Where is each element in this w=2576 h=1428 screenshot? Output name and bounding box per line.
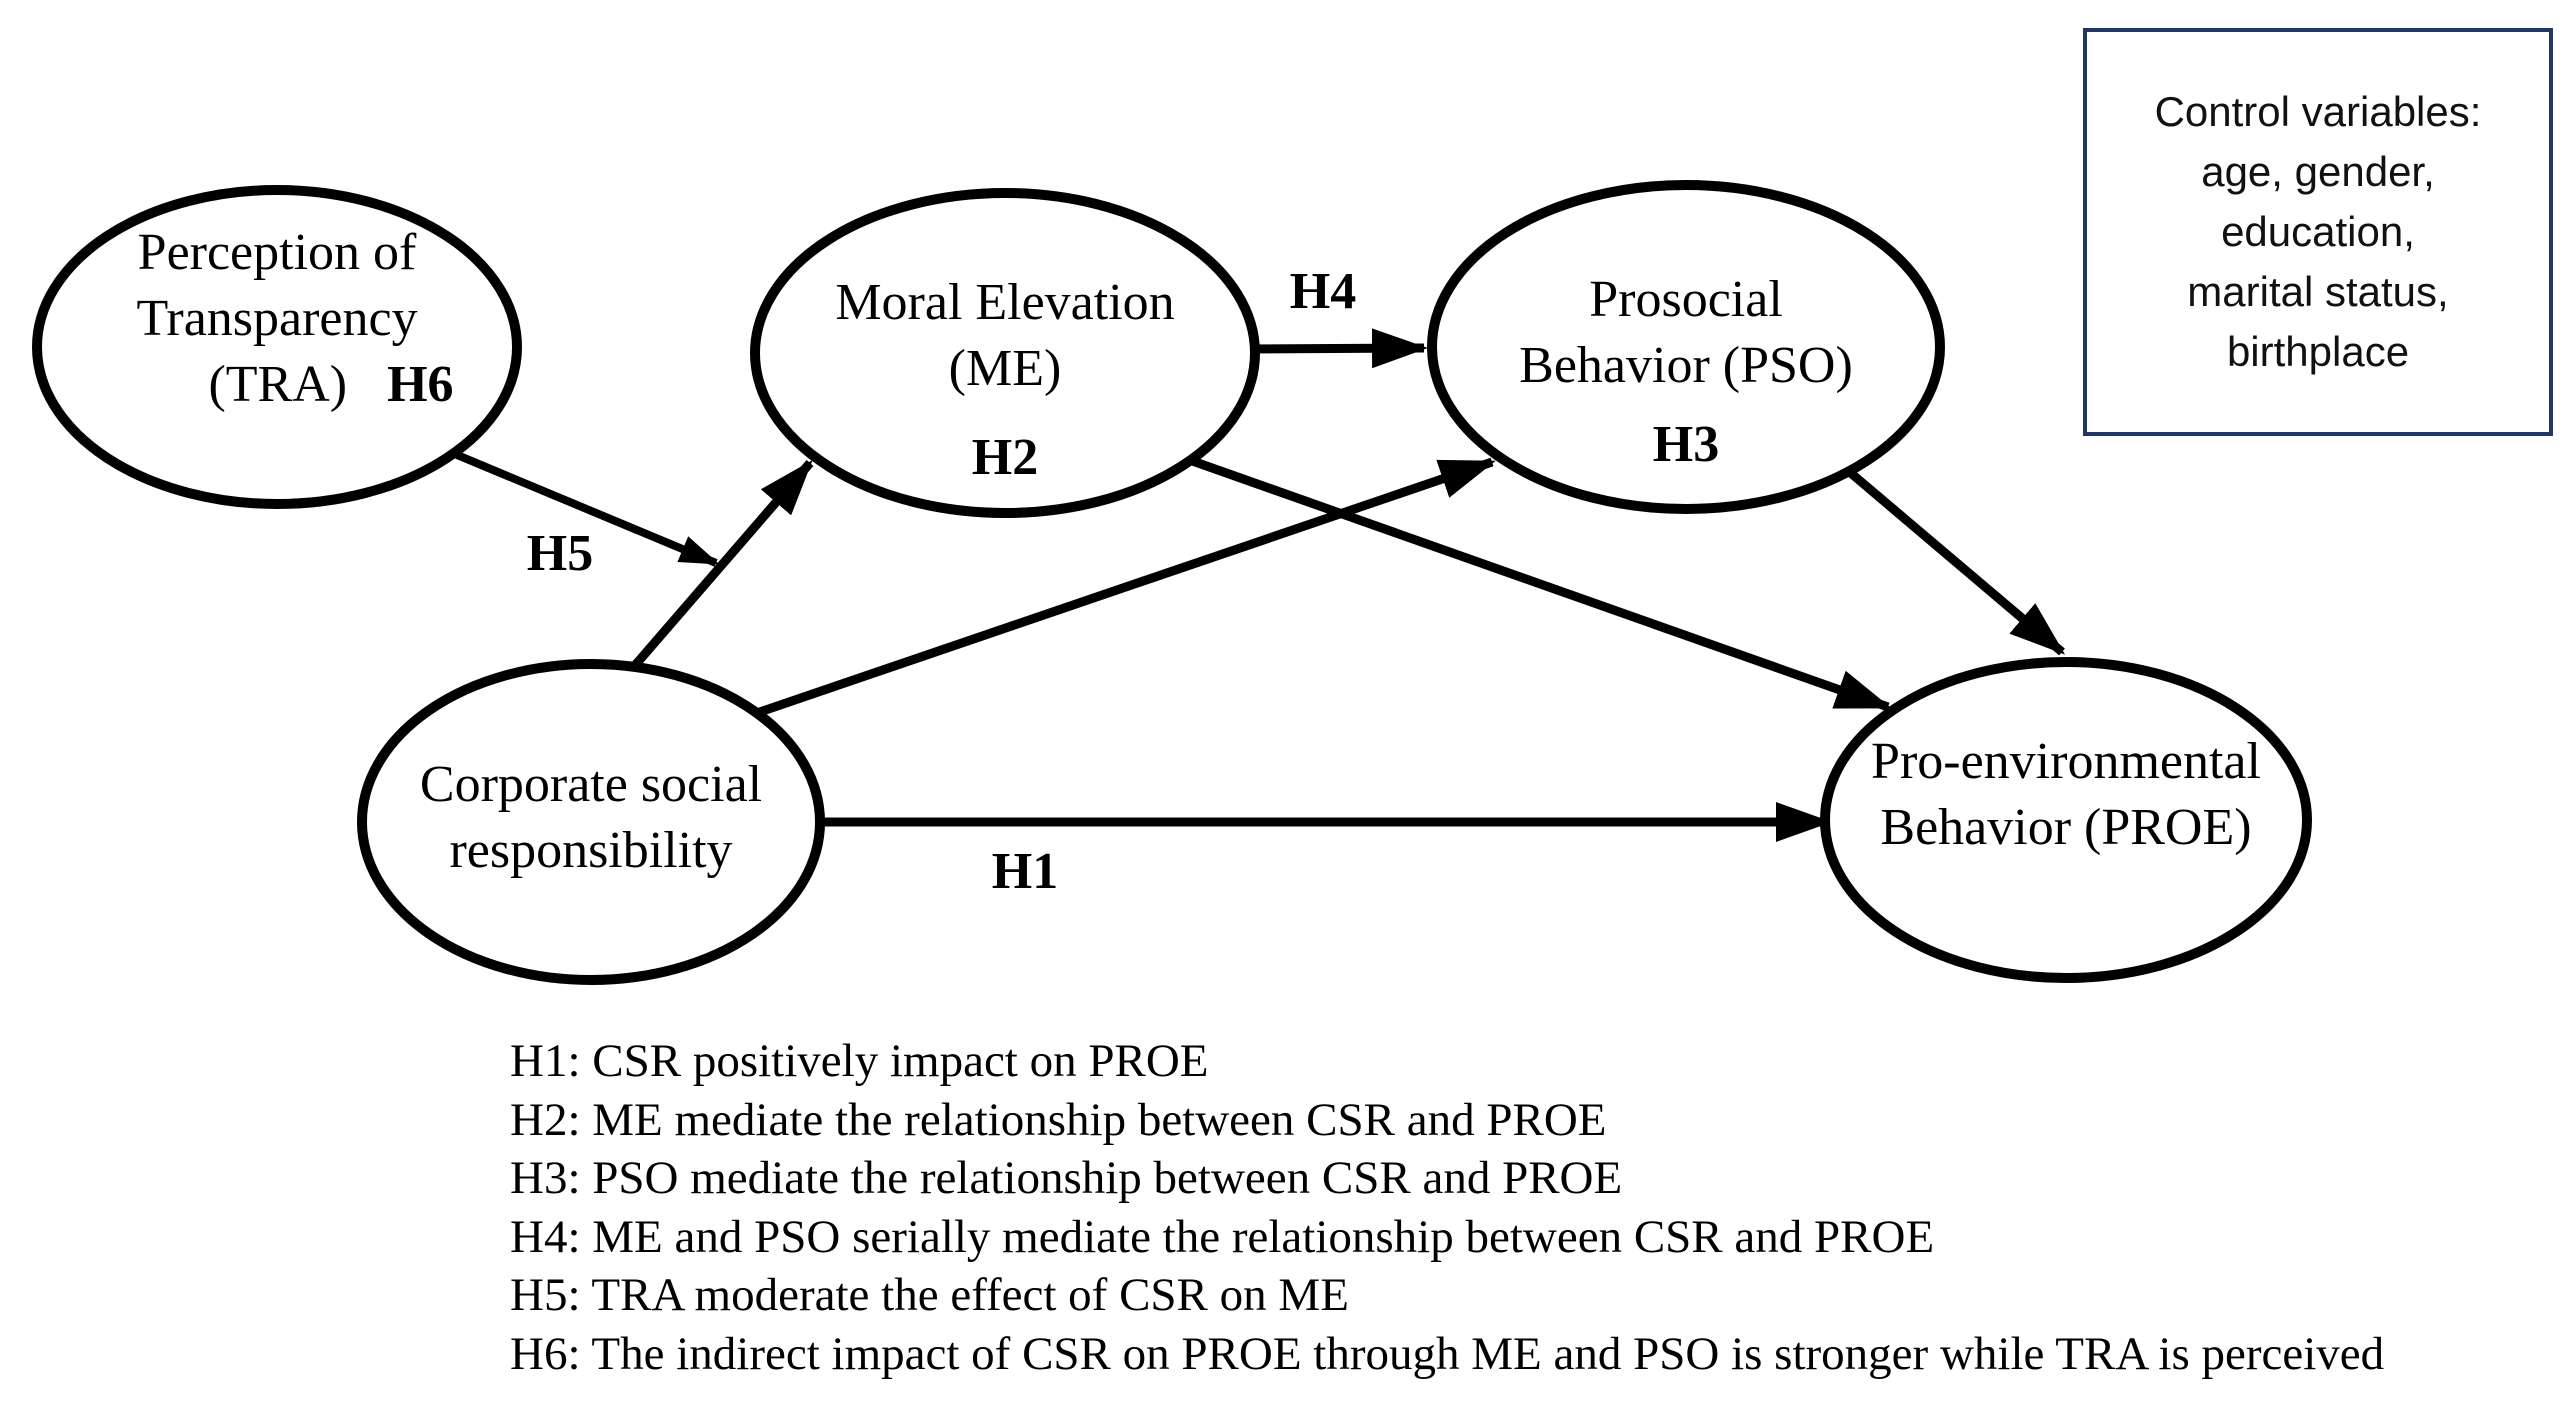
control-variables-text: Control variables: age, gender, educatio…: [2085, 30, 2551, 434]
h4-label: H4: [1289, 263, 1357, 320]
arrow-csr-to-me: [601, 459, 814, 703]
hypothesis-h4-text: H4: ME and PSO serially mediate the rela…: [510, 1210, 1935, 1263]
pso-line1: Prosocial: [1589, 271, 1783, 328]
control-box-title: Control variables:: [2154, 88, 2482, 135]
node-tra-ellipse: [32, 185, 522, 509]
tra-line1: Perception of: [137, 224, 417, 281]
hypothesis-h6-text: H6: The indirect impact of CSR on PROE t…: [510, 1327, 2385, 1380]
tra-line2: Transparency: [136, 290, 418, 347]
h6-label: H6: [387, 356, 454, 413]
h2-label: H2: [971, 429, 1039, 486]
pso-line2: Behavior (PSO): [1519, 337, 1853, 394]
arrow-tra-moderation-h5: [448, 448, 720, 567]
node-csr-ellipse: [357, 659, 825, 985]
h5-label: H5: [526, 525, 594, 582]
arrow-me-to-proe: [1148, 441, 1892, 712]
proe-line1: Pro-environmental: [1871, 733, 2261, 790]
hypotheses-legend: H1: CSR positively impact on PROE H2: ME…: [510, 1032, 2384, 1384]
arrow-csr-to-pso: [746, 457, 1496, 721]
me-line2: (ME): [948, 340, 1062, 397]
node-pso-label: Prosocial Behavior (PSO): [1432, 267, 1940, 399]
node-pso-ellipse: [1427, 180, 1945, 514]
arrow-me-to-pso-h4: [1244, 328, 1428, 369]
proe-line2: Behavior (PROE): [1880, 799, 2252, 856]
node-proe-label: Pro-environmental Behavior (PROE): [1825, 729, 2307, 861]
hypothesis-h1-text: H1: CSR positively impact on PROE: [510, 1035, 1209, 1087]
control-variables-box: [2083, 28, 2553, 436]
csr-line1: Corporate social: [419, 756, 763, 813]
h3-label: H3: [1652, 416, 1720, 473]
control-box-line2: age, gender,: [2201, 148, 2435, 195]
h1-label: H1: [991, 843, 1059, 900]
node-me-label: Moral Elevation (ME): [755, 270, 1255, 402]
node-csr-label: Corporate social responsibility: [362, 752, 820, 884]
node-proe-ellipse: [1820, 657, 2312, 983]
hypothesis-h5-text: H5: TRA moderate the effect of CSR on ME: [510, 1269, 1349, 1322]
csr-line2: responsibility: [449, 822, 733, 879]
control-box-line5: birthplace: [2226, 328, 2410, 375]
hypothesis-h3-text: H3: PSO mediate the relationship between…: [510, 1152, 1623, 1205]
node-tra-label: Perception of Transparency (TRA) H6: [37, 220, 517, 418]
control-box-line4: marital status,: [2187, 268, 2449, 315]
tra-acronym: (TRA): [208, 356, 348, 413]
tra-line3: (TRA) H6: [91, 352, 571, 418]
node-me-ellipse: [750, 188, 1260, 518]
hypothesis-h2-text: H2: ME mediate the relationship between …: [510, 1093, 1607, 1146]
control-box-line3: education,: [2221, 208, 2415, 255]
me-line1: Moral Elevation: [835, 274, 1175, 331]
